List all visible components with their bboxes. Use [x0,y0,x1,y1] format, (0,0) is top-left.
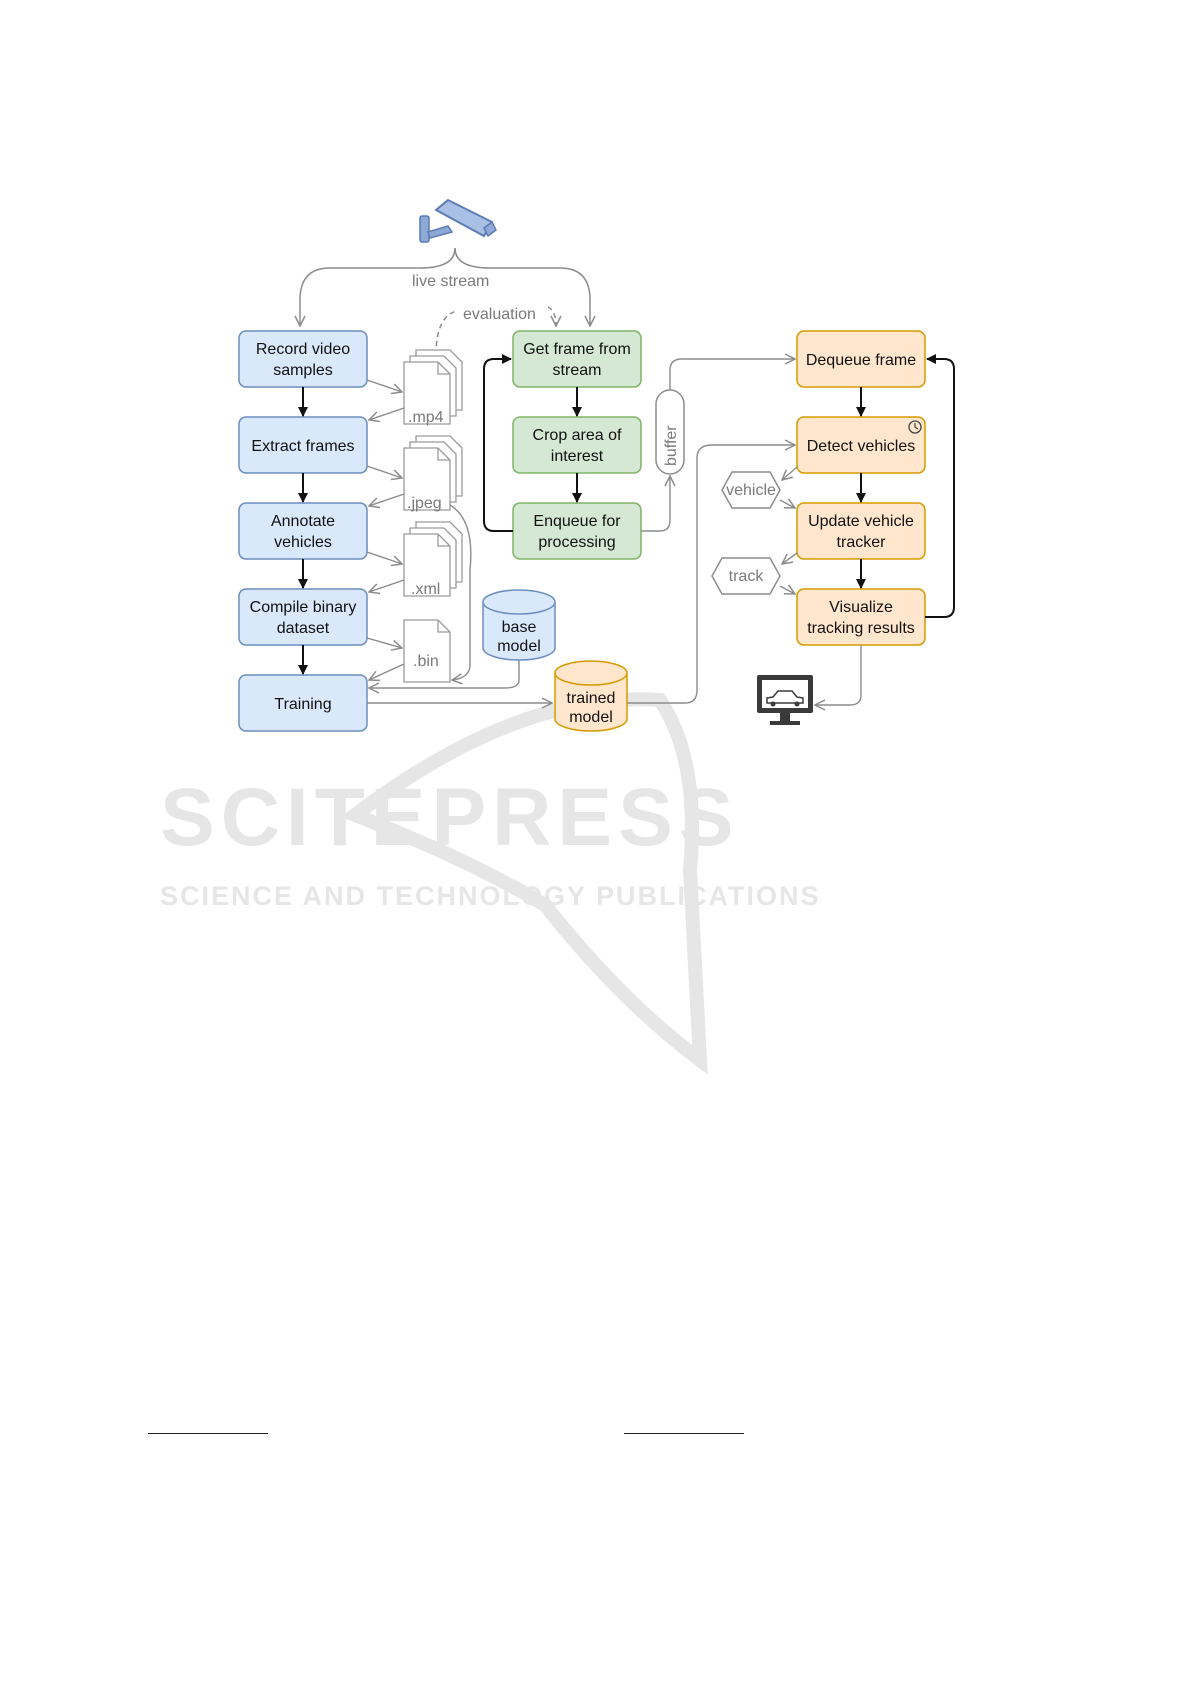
svg-text:Annotate: Annotate [271,513,335,530]
buffer-label: buffer [663,425,680,466]
svg-text:Extract frames: Extract frames [251,438,354,455]
data-object-arrows [779,466,862,705]
watermark-title: SCITEPRESS [160,772,739,863]
mp4-file-label: .mp4 [408,409,444,426]
extract-frames-step: Extract frames [238,416,368,474]
svg-text:samples: samples [273,362,333,379]
document-stack-icon: .mp4 .jpeg .xml .bin [403,349,463,683]
security-camera-icon [419,198,497,243]
annotate-vehicles-step: Annotate vehicles [238,502,368,560]
svg-text:processing: processing [538,534,615,551]
svg-text:dataset: dataset [277,620,330,637]
record-video-samples-step: Record video samples [238,330,368,388]
training-step: Training [238,674,368,732]
dequeue-frame-step: Dequeue frame [796,330,926,388]
svg-text:tracking results: tracking results [807,620,915,637]
buffer-queue: buffer [655,389,685,475]
capture-pipeline: Get frame from stream Crop area of inter… [483,330,642,560]
watermark-subtitle: SCIENCE AND TECHNOLOGY PUBLICATIONS [160,881,821,911]
live-stream-brace: live stream [300,247,590,326]
svg-text:tracker: tracker [837,534,887,551]
file-flow-arrows [366,379,795,703]
svg-text:model: model [569,709,613,726]
get-frame-step: Get frame from stream [512,330,642,388]
tracking-pipeline: Dequeue frame Detect vehicles Update veh… [796,330,955,646]
clock-icon [908,420,922,434]
evaluation-label: evaluation [463,306,536,323]
training-pipeline: Record video samples Extract frames Anno… [238,330,368,732]
svg-text:Record video: Record video [256,341,350,358]
monitor-car-icon [757,675,813,725]
compile-binary-dataset-step: Compile binary dataset [238,588,368,646]
base-model-store: base model [482,589,556,661]
svg-text:Detect vehicles: Detect vehicles [807,438,916,455]
footnote-separator-left [148,1433,268,1434]
svg-text:Compile binary: Compile binary [250,599,357,616]
svg-text:interest: interest [551,448,604,465]
svg-text:Training: Training [274,696,331,713]
svg-text:track: track [729,568,765,585]
svg-text:Get frame from: Get frame from [523,341,631,358]
evaluation-link: evaluation [435,304,556,356]
crop-area-step: Crop area of interest [512,416,642,474]
svg-text:Enqueue for: Enqueue for [533,513,621,530]
trained-model-store: trained model [554,660,628,732]
track-data-object: track [711,557,781,595]
svg-text:model: model [497,638,541,655]
vehicle-data-object: vehicle [721,471,781,509]
svg-text:Dequeue frame: Dequeue frame [806,352,916,369]
footnote-separator-right [624,1433,744,1434]
jpeg-file-label: .jpeg [407,495,442,512]
svg-text:base: base [502,619,537,636]
svg-text:vehicle: vehicle [726,482,776,499]
svg-text:trained: trained [567,690,616,707]
buffer-arrows [641,359,795,532]
live-stream-label: live stream [412,273,489,290]
watermark: SCITEPRESS SCIENCE AND TECHNOLOGY PUBLIC… [160,692,821,1075]
enqueue-step: Enqueue for processing [512,502,642,560]
svg-text:vehicles: vehicles [274,534,332,551]
svg-text:stream: stream [553,362,602,379]
svg-text:Crop area of: Crop area of [533,427,622,444]
detect-vehicles-step: Detect vehicles [796,416,926,474]
svg-text:Visualize: Visualize [829,599,893,616]
xml-file-label: .xml [411,581,440,598]
bin-file-label: .bin [413,653,439,670]
update-tracker-step: Update vehicle tracker [796,502,926,560]
svg-text:Update vehicle: Update vehicle [808,513,914,530]
visualize-results-step: Visualize tracking results [796,588,926,646]
